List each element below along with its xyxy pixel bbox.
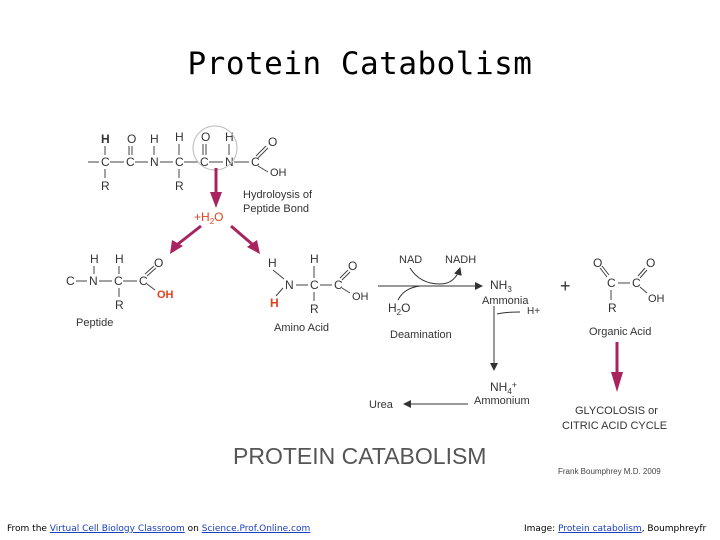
glycolosis-label-1: GLYCOLOSIS or bbox=[575, 405, 658, 417]
chain-top-h2: H bbox=[150, 132, 159, 146]
footer-right-suffix: , Boumphreyfr bbox=[641, 524, 707, 534]
amino-red-h: H bbox=[270, 296, 279, 310]
peptide-r: R bbox=[115, 298, 124, 312]
amino-c2: C bbox=[334, 278, 343, 292]
organic-o2: O bbox=[646, 256, 655, 270]
peptide-h2: H bbox=[115, 252, 124, 266]
nh4-label: NH4+ bbox=[490, 380, 517, 396]
footer-image-credit: Image: Protein catabolism, Boumphreyfr bbox=[524, 524, 706, 534]
organic-r: R bbox=[608, 301, 617, 315]
peptide-c1: C bbox=[66, 274, 75, 288]
catabolism-diagram: H O H H O H O C C N C C N C R R OH bbox=[66, 125, 667, 476]
peptide-chain: H O H H O H O C C N C C N C R R OH bbox=[88, 125, 287, 193]
chain-c4: C bbox=[200, 155, 209, 169]
organic-c2: C bbox=[632, 276, 641, 290]
deamination-reaction: NAD NADH NH3 Ammonia H+ H2O Deamination bbox=[378, 254, 540, 371]
deamination-label: Deamination bbox=[390, 329, 452, 341]
glycolosis-label-2: CITRIC ACID CYCLE bbox=[562, 420, 667, 432]
footer-right-prefix: Image: bbox=[524, 524, 559, 534]
chain-c5: C bbox=[251, 155, 260, 169]
protein-catabolism-link[interactable]: Protein catabolism bbox=[558, 524, 642, 534]
peptide-fragment: H H O C N C C R OH Peptide bbox=[66, 252, 174, 329]
chain-c1: C bbox=[101, 155, 110, 169]
peptide-c3: C bbox=[139, 274, 148, 288]
footer-source: From the Virtual Cell Biology Classroom … bbox=[7, 524, 310, 534]
amino-n: N bbox=[285, 278, 294, 292]
plus-sign: + bbox=[560, 276, 571, 296]
chain-top-h4: H bbox=[225, 130, 234, 144]
nh3-label: NH3 bbox=[490, 278, 512, 294]
split-arrows bbox=[170, 224, 260, 254]
amino-h2: H bbox=[310, 252, 319, 266]
chain-top-h3: H bbox=[175, 130, 184, 144]
chain-top-h1: H bbox=[101, 132, 110, 146]
urea-label: Urea bbox=[369, 399, 394, 411]
amino-h1: H bbox=[268, 256, 277, 270]
amino-c1: C bbox=[310, 278, 319, 292]
virtual-cell-link[interactable]: Virtual Cell Biology Classroom bbox=[49, 524, 185, 534]
organic-acid: O O C C OH R Organic Acid bbox=[589, 256, 665, 338]
peptide-c2: C bbox=[114, 274, 123, 288]
organic-acid-label: Organic Acid bbox=[589, 326, 651, 338]
water-label: +H2O bbox=[194, 210, 223, 226]
chain-top-o2: O bbox=[201, 130, 210, 144]
amino-acid-label: Amino Acid bbox=[274, 322, 329, 334]
hydrolysis-label-1: Hydroloysis of bbox=[243, 189, 313, 201]
organic-o1: O bbox=[593, 256, 602, 270]
ammonium: NH4+ Ammonium bbox=[474, 380, 530, 407]
chain-n2: N bbox=[225, 155, 234, 169]
ammonium-label: Ammonium bbox=[474, 395, 530, 407]
amino-oh: OH bbox=[352, 291, 369, 303]
footer-left-middle: on bbox=[184, 524, 202, 534]
amino-r: R bbox=[310, 302, 319, 316]
peptide-oh: OH bbox=[157, 289, 174, 301]
chain-oh: OH bbox=[270, 167, 287, 179]
nadh-label: NADH bbox=[445, 254, 476, 266]
glycolosis-arrow bbox=[611, 342, 623, 392]
nad-label: NAD bbox=[399, 254, 422, 266]
hydrolysis-label-2: Peptide Bond bbox=[243, 203, 309, 215]
h2o-label: H2O bbox=[388, 301, 410, 317]
peptide-o: O bbox=[154, 256, 163, 270]
slide-title: Protein Catabolism bbox=[187, 46, 533, 82]
organic-c1: C bbox=[607, 276, 616, 290]
image-credit: Frank Boumphrey M.D. 2009 bbox=[558, 467, 661, 476]
amino-o: O bbox=[348, 259, 357, 273]
organic-oh: OH bbox=[648, 293, 665, 305]
chain-r2: R bbox=[175, 179, 184, 193]
peptide-n: N bbox=[89, 274, 98, 288]
chain-r1: R bbox=[101, 179, 110, 193]
peptide-label: Peptide bbox=[76, 317, 113, 329]
chain-n1: N bbox=[150, 155, 159, 169]
peptide-h1: H bbox=[90, 252, 99, 266]
science-prof-link[interactable]: Science.Prof.Online.com bbox=[201, 524, 311, 534]
ammonia-label: Ammonia bbox=[482, 295, 529, 307]
chain-top-o1: O bbox=[127, 132, 136, 146]
diagram-banner: PROTEIN CATABOLISM bbox=[233, 443, 486, 469]
chain-c3: C bbox=[175, 155, 184, 169]
peptide-bond-highlight bbox=[192, 125, 238, 171]
hydrolysis-arrow bbox=[210, 168, 222, 208]
chain-top-o3: O bbox=[268, 135, 277, 149]
amino-acid: H H O N C C OH R H Amino Acid bbox=[268, 252, 369, 334]
footer-left-prefix: From the bbox=[7, 524, 50, 534]
h-plus-label: H+ bbox=[527, 306, 540, 317]
chain-c2: C bbox=[126, 155, 135, 169]
